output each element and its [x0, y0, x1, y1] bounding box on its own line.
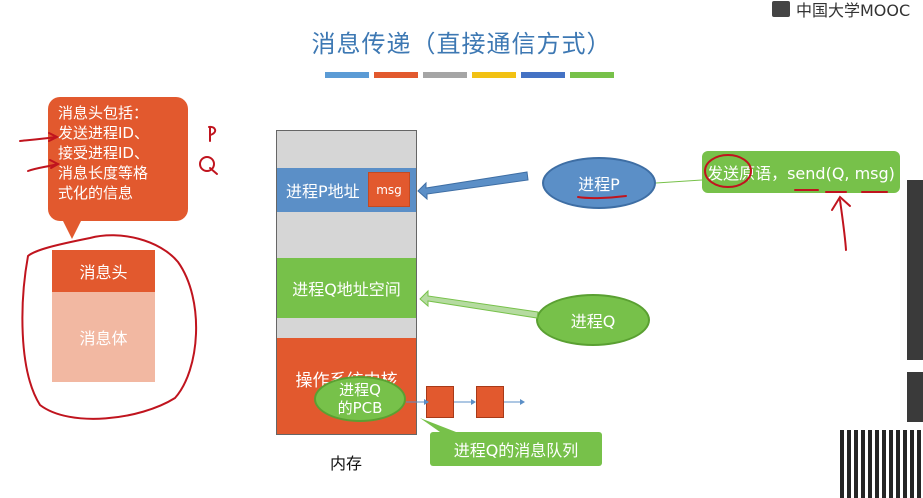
send-connector: [655, 179, 703, 184]
mooc-logo-icon: [772, 1, 790, 17]
process-p-label: 进程P: [578, 175, 620, 194]
title-bar-segment: [570, 72, 614, 78]
mooc-brand: 中国大学MOOC: [772, 0, 911, 20]
process-q-node: 进程Q: [536, 294, 650, 346]
process-p-address-label: 进程P地址: [286, 182, 360, 201]
pcb-line: 的PCB: [337, 399, 383, 417]
process-q-address-label: 进程Q地址空间: [292, 280, 401, 299]
message-head-block: 消息头: [52, 250, 155, 292]
message-queue-label: 进程Q的消息队列: [430, 432, 602, 466]
title-bar-segment: [374, 72, 418, 78]
title-bar-segment: [521, 72, 565, 78]
process-q-label: 进程Q: [570, 312, 616, 331]
callout-line: 接受进程ID、: [58, 144, 149, 162]
pcb-line: 进程Q: [339, 381, 381, 399]
callout-line: 式化的信息: [58, 184, 134, 202]
blue-arrow: [417, 171, 529, 201]
callout-line: 发送进程ID、: [58, 124, 149, 142]
title-bar-segment: [325, 72, 369, 78]
send-primitive-text: 发送原语，send(Q, msg): [707, 164, 895, 183]
side-panel: [907, 372, 923, 422]
queue-arrow-head: [424, 399, 429, 405]
process-q-address-space: 进程Q地址空间: [276, 258, 417, 318]
queue-arrow-head: [471, 399, 476, 405]
message-queue-text: 进程Q的消息队列: [453, 441, 579, 460]
callout-tail: [62, 219, 82, 239]
msg-tag: msg: [368, 172, 410, 207]
message-body-block: 消息体: [52, 292, 155, 382]
memory-outline: [276, 130, 417, 435]
qr-code-icon: [840, 430, 922, 498]
callout-line: 消息长度等格: [58, 164, 149, 182]
process-q-pcb: 进程Q 的PCB: [314, 376, 406, 422]
mooc-brand-text: 中国大学MOOC: [796, 1, 911, 20]
queue-node: [426, 386, 454, 418]
title-bar-segment: [472, 72, 516, 78]
queue-label-pointer: [420, 418, 456, 432]
memory-gap: [276, 318, 417, 338]
slide-title: 消息传递（直接通信方式）: [311, 30, 612, 58]
green-arrow: [419, 289, 539, 319]
process-p-node: 进程P: [542, 157, 656, 209]
message-header-callout: 消息头包括： 发送进程ID、 接受进程ID、 消息长度等格 式化的信息: [48, 97, 188, 221]
memory-label: 内存: [330, 454, 363, 473]
side-panel: [907, 180, 923, 360]
title-bar-segment: [423, 72, 467, 78]
callout-line: 消息头包括：: [58, 104, 149, 122]
queue-arrow-head: [520, 399, 525, 405]
queue-node: [476, 386, 504, 418]
memory-gap: [276, 212, 417, 258]
handwriting-annotations: [19, 125, 888, 420]
memory-gap: [276, 130, 417, 168]
